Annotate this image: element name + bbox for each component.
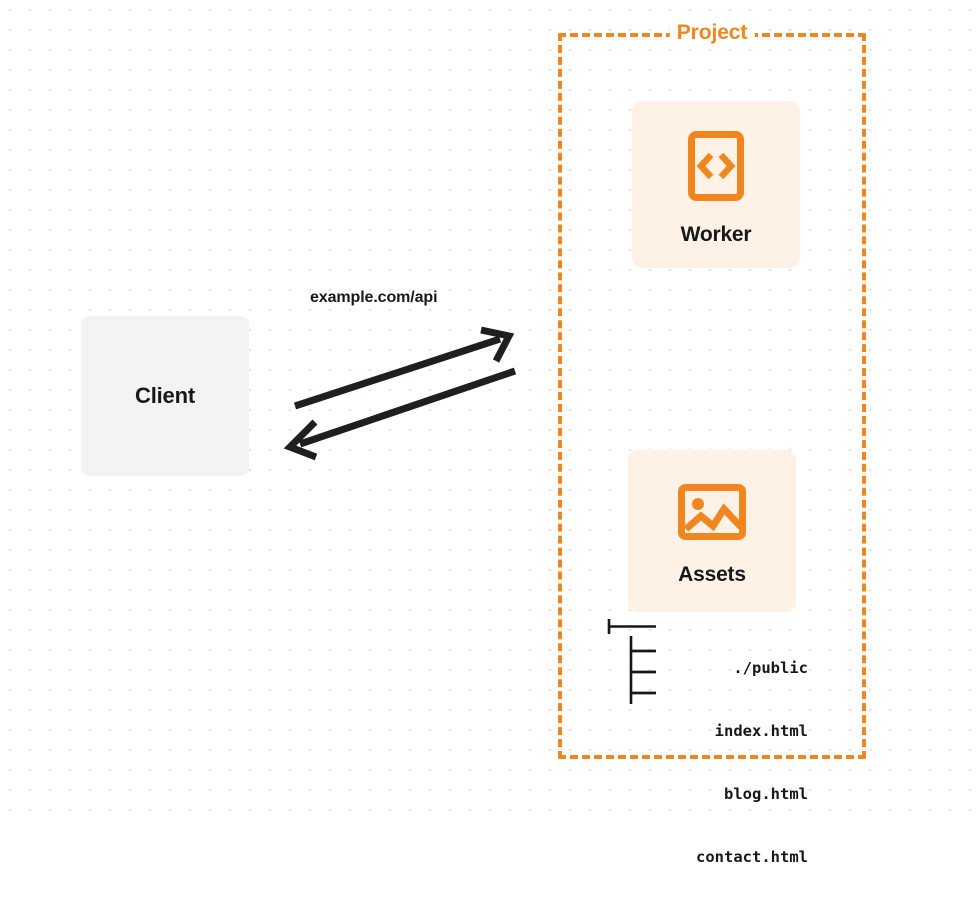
project-title: Project (669, 21, 755, 45)
file-tree-item-name: index.html (714, 722, 808, 740)
worker-card[interactable]: Worker (632, 101, 800, 268)
file-tree-item-name: contact.html (696, 848, 808, 866)
file-tree-row[interactable]: contact.html (608, 847, 808, 868)
file-tree-row[interactable]: index.html (608, 721, 808, 742)
connection-arrows (283, 326, 517, 461)
client-label: Client (135, 383, 195, 408)
file-tree-item-name: blog.html (724, 785, 808, 803)
file-tree-connectors (607, 619, 656, 704)
file-tree-item-name: ./public (733, 659, 808, 677)
file-tree-row[interactable]: ./public (608, 658, 808, 679)
assets-label: Assets (678, 562, 746, 586)
connection-label: example.com/api (310, 289, 438, 306)
assets-card[interactable]: Assets (628, 450, 796, 612)
response-arrow (283, 367, 517, 461)
file-tree-row[interactable]: blog.html (608, 784, 808, 805)
code-file-icon (687, 130, 745, 207)
file-tree: ./public index.html blog.html contact.ht… (608, 616, 808, 910)
request-arrow (293, 326, 515, 410)
worker-label: Worker (680, 223, 752, 246)
client-node[interactable]: Client (81, 316, 249, 476)
diagram-canvas: Client example.com/api Project Worker (0, 0, 980, 866)
image-icon (677, 482, 747, 547)
project-container: Project (558, 21, 866, 759)
